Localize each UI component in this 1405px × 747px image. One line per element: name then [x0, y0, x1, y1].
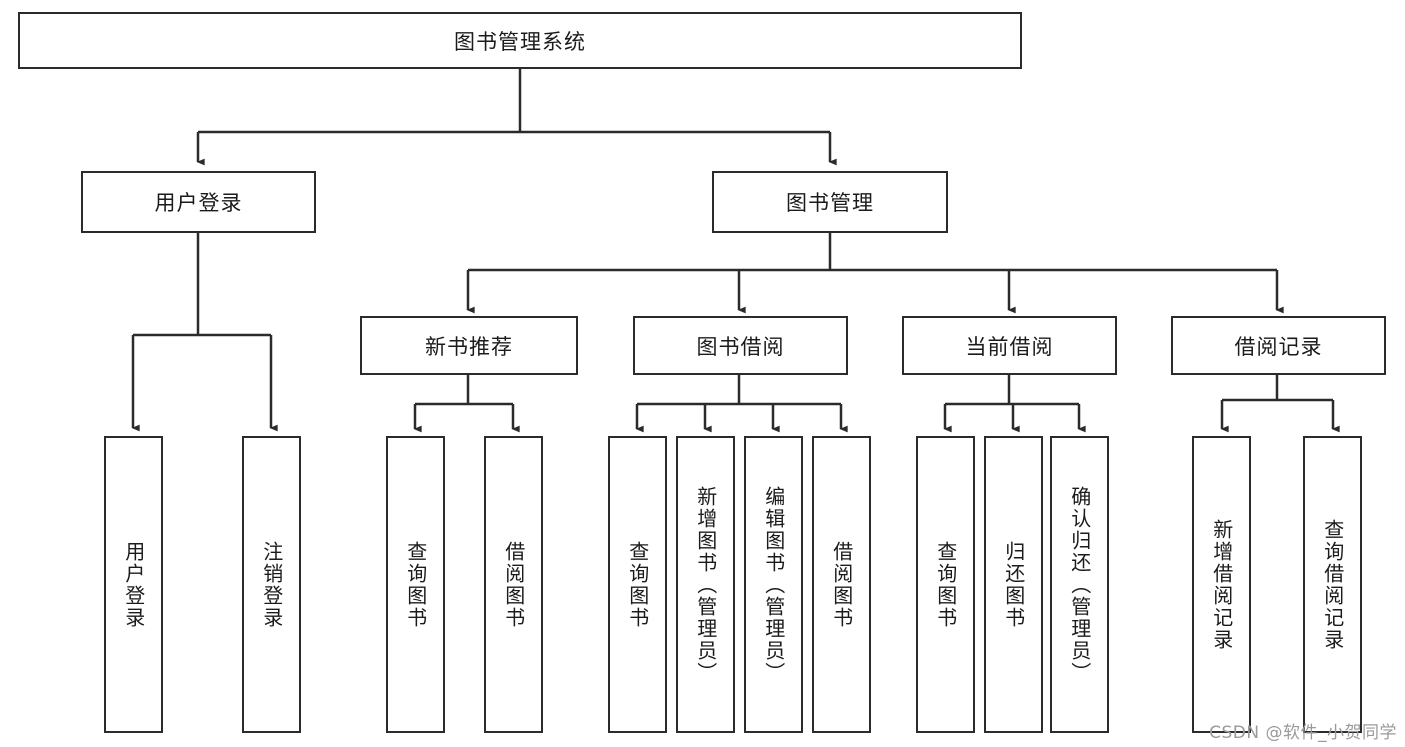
node-book-borrow-label: 图书借阅 — [696, 334, 785, 359]
leaf-borrow-book-label: 借阅图书 — [829, 540, 854, 629]
node-root[interactable]: 图书管理系统 — [18, 12, 1022, 69]
node-book-management-label: 图书管理 — [786, 191, 874, 215]
leaf-query-book-borrow-label: 查询图书 — [625, 540, 650, 629]
leaf-return-book[interactable]: 归还图书 — [984, 436, 1043, 733]
leaf-logout[interactable]: 注销登录 — [242, 436, 301, 733]
leaf-query-borrow-record[interactable]: 查询借阅记录 — [1303, 436, 1362, 733]
leaf-query-book-current[interactable]: 查询图书 — [916, 436, 975, 733]
node-book-management[interactable]: 图书管理 — [712, 171, 948, 233]
leaf-logout-label: 注销登录 — [259, 540, 284, 629]
node-book-borrow[interactable]: 图书借阅 — [633, 316, 848, 375]
leaf-user-login[interactable]: 用户登录 — [104, 436, 163, 733]
node-new-book-recommend-label: 新书推荐 — [425, 334, 513, 359]
leaf-borrow-book-newbook-label: 借阅图书 — [501, 540, 526, 629]
leaf-query-book-current-label: 查询图书 — [933, 540, 958, 629]
leaf-add-book-admin-label: 新增图书（管理员） — [693, 485, 718, 684]
leaf-edit-book-admin[interactable]: 编辑图书（管理员） — [744, 436, 803, 733]
csdn-watermark: CSDN @软件_小贺同学 — [1209, 723, 1397, 743]
leaf-user-login-label: 用户登录 — [121, 540, 146, 629]
leaf-edit-book-admin-label: 编辑图书（管理员） — [761, 485, 786, 684]
leaf-borrow-book-newbook[interactable]: 借阅图书 — [484, 436, 543, 733]
node-user-login[interactable]: 用户登录 — [81, 171, 316, 233]
node-current-borrow[interactable]: 当前借阅 — [902, 316, 1117, 375]
node-current-borrow-label: 当前借阅 — [965, 334, 1054, 359]
leaf-query-borrow-record-label: 查询借阅记录 — [1320, 518, 1345, 651]
leaf-query-book-newbook[interactable]: 查询图书 — [386, 436, 445, 733]
leaf-add-borrow-record[interactable]: 新增借阅记录 — [1192, 436, 1251, 733]
leaf-confirm-return-admin[interactable]: 确认归还（管理员） — [1050, 436, 1109, 733]
node-borrow-records[interactable]: 借阅记录 — [1171, 316, 1386, 375]
node-borrow-records-label: 借阅记录 — [1234, 334, 1323, 359]
leaf-add-book-admin[interactable]: 新增图书（管理员） — [676, 436, 735, 733]
leaf-query-book-borrow[interactable]: 查询图书 — [608, 436, 667, 733]
leaf-confirm-return-admin-label: 确认归还（管理员） — [1067, 485, 1092, 684]
leaf-add-borrow-record-label: 新增借阅记录 — [1209, 518, 1234, 651]
leaf-borrow-book[interactable]: 借阅图书 — [812, 436, 871, 733]
leaf-return-book-label: 归还图书 — [1001, 540, 1026, 629]
node-new-book-recommend[interactable]: 新书推荐 — [360, 316, 578, 375]
node-root-label: 图书管理系统 — [454, 29, 586, 54]
node-user-login-label: 用户登录 — [154, 191, 243, 215]
leaf-query-book-newbook-label: 查询图书 — [403, 540, 428, 629]
